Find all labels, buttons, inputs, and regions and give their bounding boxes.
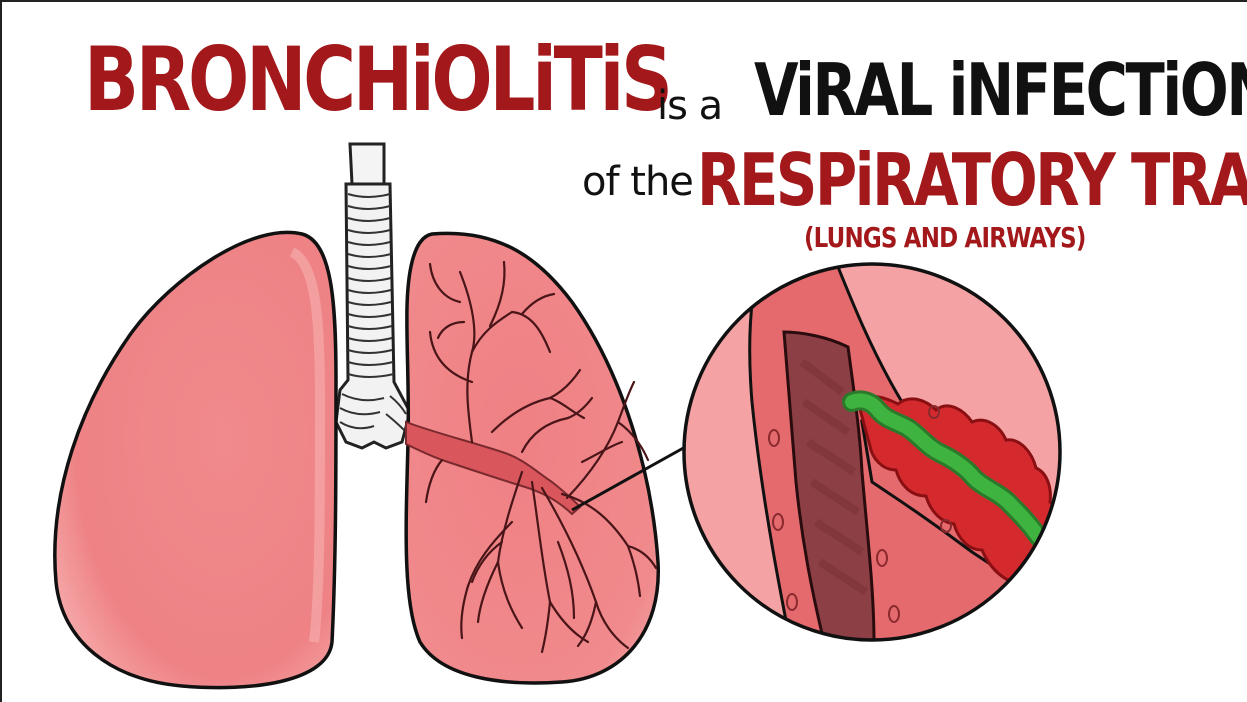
title-clarification: (LUNGS AND AIRWAYS) bbox=[804, 224, 1086, 252]
bronchiole-magnifier bbox=[684, 252, 1092, 702]
title-term: BRONCHiOLiTiS bbox=[84, 36, 670, 124]
title-connector: is a bbox=[657, 86, 722, 126]
left-lung bbox=[55, 232, 336, 687]
trachea bbox=[336, 144, 410, 448]
title-description: ViRAL iNFECTiON bbox=[754, 54, 1247, 126]
title-preposition: of the bbox=[582, 162, 693, 202]
right-lung bbox=[406, 233, 687, 683]
title-location: RESPiRATORY TRACT bbox=[697, 144, 1247, 216]
